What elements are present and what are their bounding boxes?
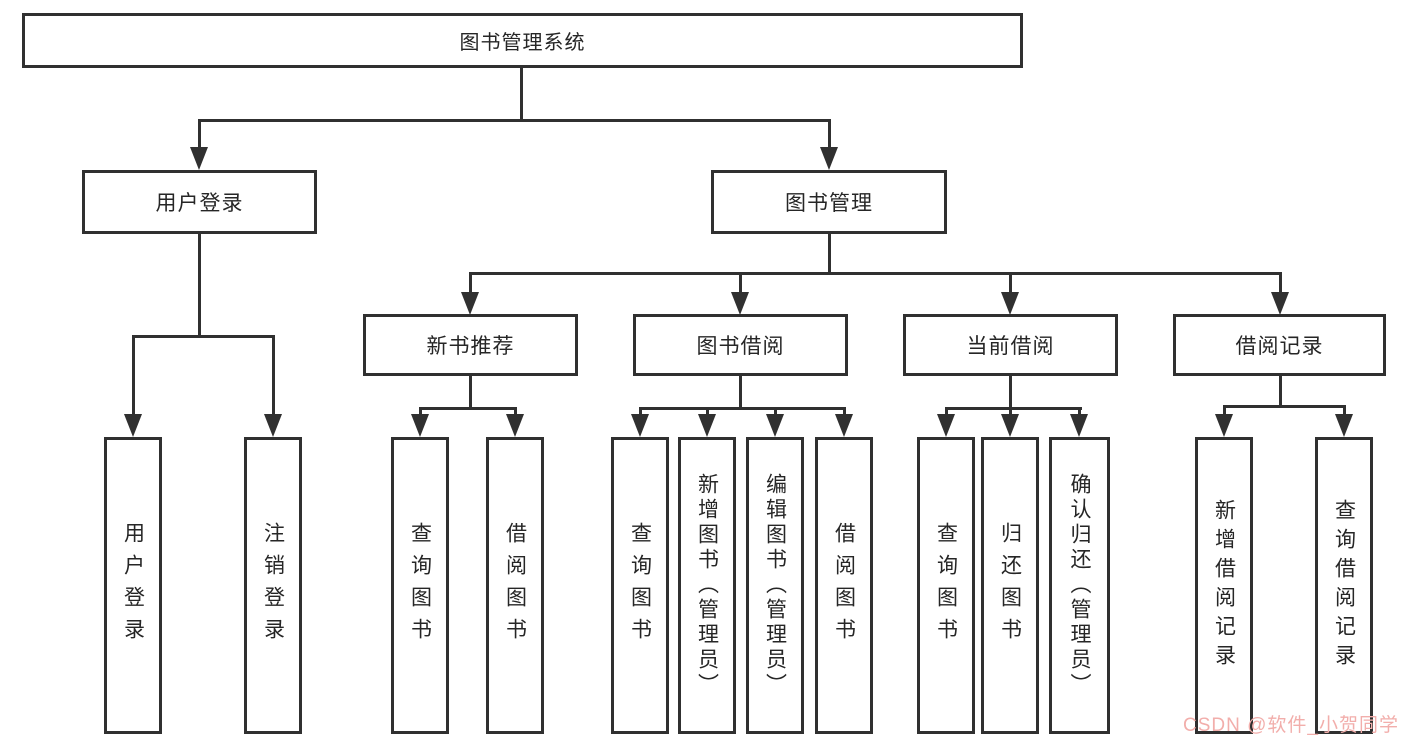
- connector-drop-leaf4: [514, 407, 517, 417]
- leaf-logout: 注销登录: [244, 437, 302, 734]
- connector-drop-leaf9: [945, 407, 948, 417]
- leaf-query-books-borrow: 查询图书: [611, 437, 669, 734]
- connector-drop-leaf11: [1078, 407, 1081, 417]
- arrowhead-leaf10: [1001, 414, 1019, 437]
- connector-drop-leaf7: [774, 407, 777, 417]
- node-borrow-records: 借阅记录: [1173, 314, 1386, 376]
- arrowhead-leaf13: [1335, 414, 1353, 437]
- leaf-label: 编辑图书（管理员）: [763, 473, 787, 698]
- connector-current-stem: [1009, 376, 1012, 409]
- node-label: 图书管理: [785, 192, 873, 215]
- connector-userlogin-split: [132, 335, 274, 338]
- connector-borrow-stem: [739, 376, 742, 409]
- arrowhead-leaf2: [264, 414, 282, 437]
- connector-drop-borrow: [739, 272, 742, 294]
- connector-drop-leaf6: [706, 407, 709, 417]
- connector-root-split: [198, 119, 831, 122]
- arrowhead-current: [1001, 292, 1019, 315]
- leaf-label: 归还图书: [998, 521, 1022, 650]
- arrowhead-leaf4: [506, 414, 524, 437]
- connector-drop-leaf10: [1009, 407, 1012, 417]
- connector-drop-leaf12: [1223, 405, 1226, 417]
- connector-current-split: [945, 407, 1082, 410]
- connector-records-split: [1223, 405, 1346, 408]
- leaf-label: 新增图书（管理员）: [695, 473, 719, 698]
- leaf-query-books-recommend: 查询图书: [391, 437, 449, 734]
- node-book-management: 图书管理: [711, 170, 947, 234]
- connector-bookmgmt-split: [469, 272, 1282, 275]
- leaf-label: 查询图书: [408, 521, 432, 650]
- node-label: 用户登录: [155, 192, 244, 215]
- node-user-login: 用户登录: [82, 170, 317, 234]
- node-label: 图书借阅: [696, 335, 785, 358]
- arrowhead-leaf6: [698, 414, 716, 437]
- leaf-label: 新增借阅记录: [1212, 498, 1236, 673]
- connector-drop-leaf3: [419, 407, 422, 417]
- arrowhead-records: [1271, 292, 1289, 315]
- connector-drop-records: [1279, 272, 1282, 294]
- connector-drop-leaf5: [639, 407, 642, 417]
- connector-drop-leaf2: [272, 335, 275, 416]
- leaf-label: 借阅图书: [832, 521, 856, 650]
- connector-drop-current: [1009, 272, 1012, 294]
- arrowhead-leaf9: [937, 414, 955, 437]
- node-root: 图书管理系统: [22, 13, 1023, 68]
- leaf-add-book-admin: 新增图书（管理员）: [678, 437, 736, 734]
- leaf-borrow-books-recommend: 借阅图书: [486, 437, 544, 734]
- leaf-label: 确认归还（管理员）: [1068, 473, 1091, 698]
- leaf-return-book: 归还图书: [981, 437, 1039, 734]
- connector-drop-recommend: [469, 272, 472, 294]
- connector-drop-book-management: [828, 119, 831, 150]
- leaf-label: 查询图书: [628, 521, 652, 650]
- leaf-borrow-books: 借阅图书: [815, 437, 873, 734]
- arrowhead-recommend: [461, 292, 479, 315]
- node-book-borrow: 图书借阅: [633, 314, 848, 376]
- node-label: 新书推荐: [426, 335, 515, 358]
- connector-drop-leaf13: [1343, 405, 1346, 417]
- arrowhead-leaf7: [766, 414, 784, 437]
- leaf-label: 查询借阅记录: [1332, 498, 1356, 673]
- leaf-query-books-current: 查询图书: [917, 437, 975, 734]
- leaf-user-login: 用户登录: [104, 437, 162, 734]
- node-new-book-recommend: 新书推荐: [363, 314, 578, 376]
- csdn-watermark: CSDN @软件_小贺同学: [1183, 715, 1399, 736]
- node-current-borrow: 当前借阅: [903, 314, 1118, 376]
- leaf-confirm-return-admin: 确认归还（管理员）: [1049, 437, 1110, 734]
- connector-root-stem: [520, 68, 523, 122]
- arrowhead-leaf12: [1215, 414, 1233, 437]
- leaf-add-borrow-record: 新增借阅记录: [1195, 437, 1253, 734]
- connector-recommend-split: [419, 407, 517, 410]
- connector-recommend-stem: [469, 375, 472, 409]
- connector-bookmgmt-stem: [828, 234, 831, 275]
- connector-records-stem: [1279, 376, 1282, 407]
- leaf-label: 注销登录: [261, 521, 285, 650]
- leaf-query-borrow-record: 查询借阅记录: [1315, 437, 1373, 734]
- arrowhead-leaf1: [124, 414, 142, 437]
- arrowhead-book-management: [820, 147, 838, 170]
- leaf-edit-book-admin: 编辑图书（管理员）: [746, 437, 804, 734]
- connector-drop-leaf1: [132, 335, 135, 416]
- arrowhead-leaf11: [1070, 414, 1088, 437]
- arrowhead-leaf5: [631, 414, 649, 437]
- connector-drop-user-login: [198, 119, 201, 150]
- arrowhead-leaf3: [411, 414, 429, 437]
- node-label: 借阅记录: [1235, 335, 1324, 358]
- leaf-label: 用户登录: [121, 521, 145, 650]
- node-root-label: 图书管理系统: [459, 32, 586, 54]
- arrowhead-user-login: [190, 147, 208, 170]
- arrowhead-leaf8: [835, 414, 853, 437]
- arrowhead-borrow: [731, 292, 749, 315]
- connector-drop-leaf8: [843, 407, 846, 417]
- leaf-label: 查询图书: [934, 521, 958, 650]
- leaf-label: 借阅图书: [503, 521, 527, 650]
- node-label: 当前借阅: [966, 335, 1055, 358]
- connector-borrow-split: [639, 407, 846, 410]
- connector-userlogin-stem: [198, 234, 201, 337]
